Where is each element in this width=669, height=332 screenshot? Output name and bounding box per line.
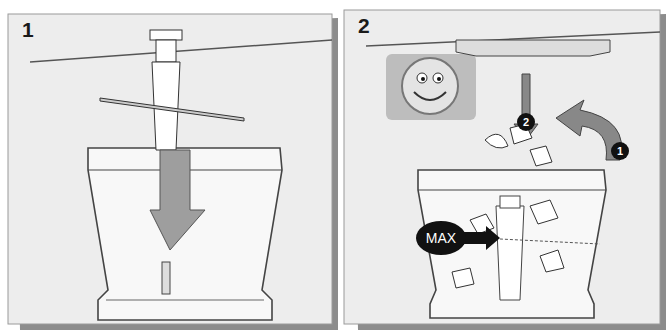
smile — [414, 92, 446, 100]
blade-shaft — [496, 206, 524, 300]
panel-background — [8, 14, 332, 324]
lid — [456, 40, 610, 56]
step-number: 1 — [22, 18, 34, 42]
max-arrow — [462, 226, 500, 250]
step-panel: 1 — [8, 14, 332, 324]
step-panel: 2 — [344, 10, 660, 324]
bowl-base — [106, 300, 264, 301]
food-piece — [485, 134, 508, 148]
food-piece — [530, 146, 552, 166]
step-number: 2 — [358, 14, 370, 38]
food-piece — [452, 268, 474, 288]
panel-background — [344, 10, 660, 324]
blade-hub — [156, 40, 176, 62]
bowl — [88, 148, 282, 320]
bowl-spindle — [162, 262, 170, 294]
food-piece — [530, 200, 558, 224]
smiley-frame — [386, 54, 476, 120]
blade — [100, 98, 244, 121]
callout-number: 2 — [517, 113, 535, 131]
bowl-rim — [418, 189, 606, 190]
food-piece — [540, 250, 564, 272]
smiley — [402, 58, 458, 114]
blade-cap — [150, 30, 182, 40]
callout-number: 1 — [611, 142, 629, 160]
max-marker: MAX — [416, 221, 466, 255]
rule-line — [30, 40, 332, 62]
arrow-down — [150, 150, 205, 250]
